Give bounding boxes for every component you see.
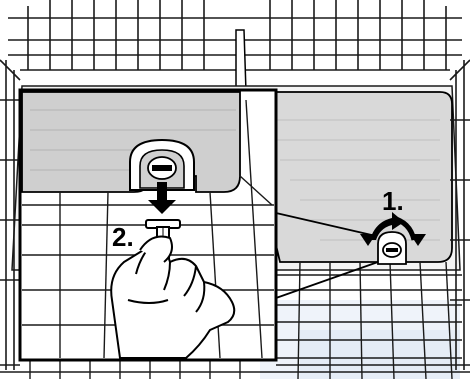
detail-inset: 2. (20, 90, 276, 360)
step-2-label: 2. (112, 222, 134, 252)
center-fin (236, 30, 246, 92)
step-1-label: 1. (382, 186, 404, 216)
filter-lock-knob (378, 232, 406, 264)
